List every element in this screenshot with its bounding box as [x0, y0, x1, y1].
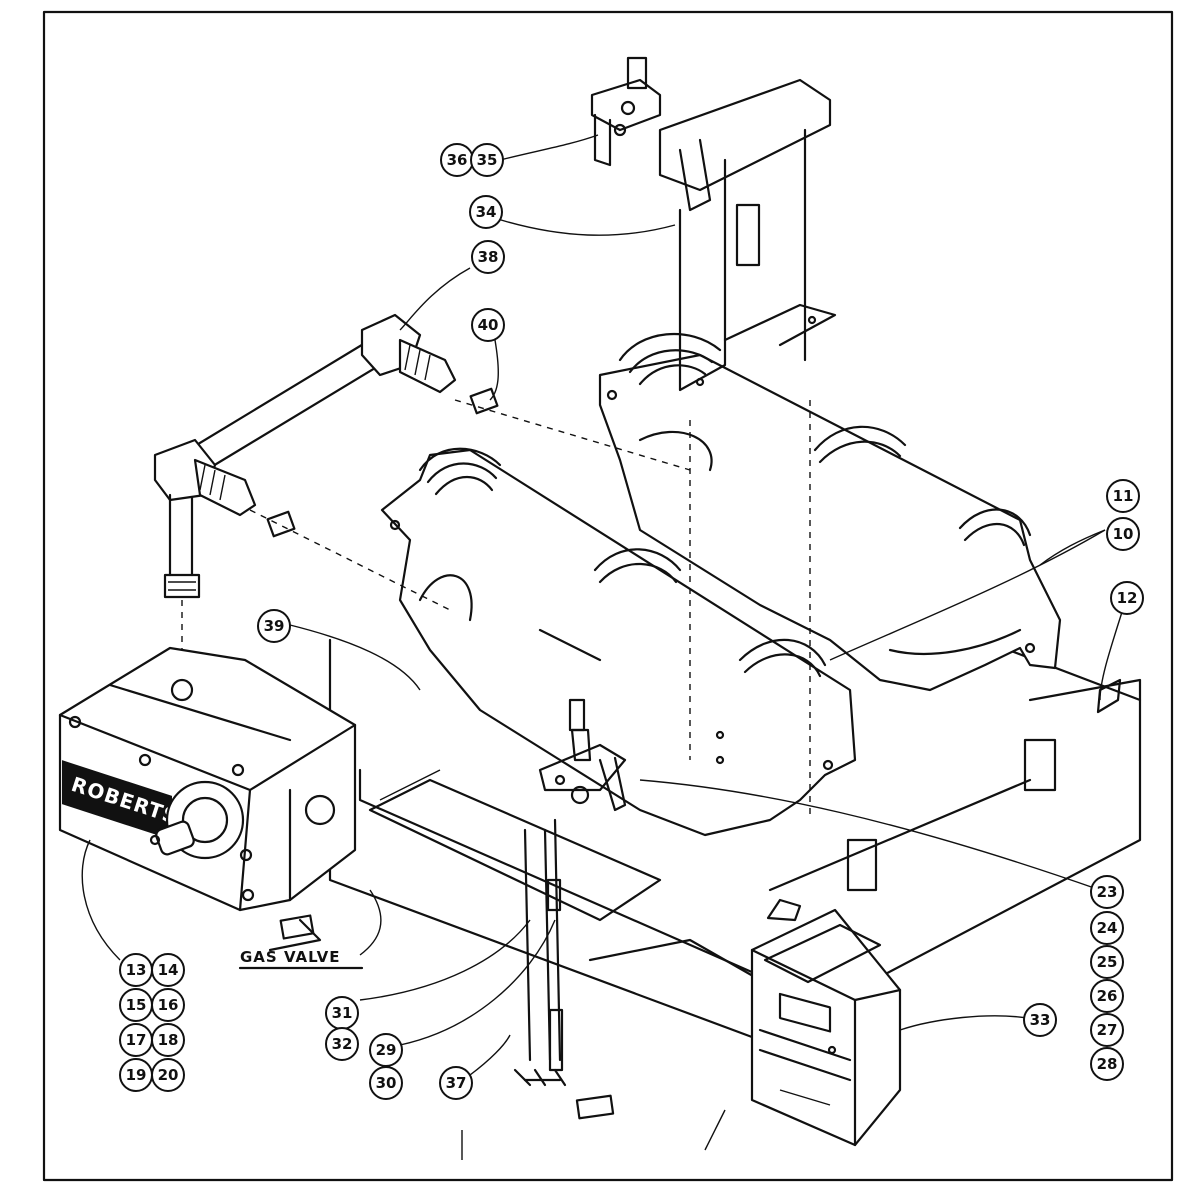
callout-17: 17 — [119, 1023, 153, 1057]
rear-bracket — [766, 678, 1142, 922]
callout-14: 14 — [151, 953, 185, 987]
callout-37: 37 — [439, 1066, 473, 1100]
svg-text:19: 19 — [126, 1066, 147, 1084]
svg-text:31: 31 — [332, 1004, 353, 1022]
front-burner — [380, 447, 857, 837]
callout-18: 18 — [151, 1023, 185, 1057]
svg-text:20: 20 — [158, 1066, 179, 1084]
callout-26: 26 — [1090, 979, 1124, 1013]
callout-32: 32 — [325, 1027, 359, 1061]
svg-text:29: 29 — [376, 1041, 397, 1059]
svg-text:28: 28 — [1097, 1055, 1118, 1073]
svg-text:16: 16 — [158, 996, 179, 1014]
callout-30: 30 — [369, 1066, 403, 1100]
svg-text:39: 39 — [264, 617, 285, 635]
gas-valve: ROBERTSHAW — [58, 646, 357, 912]
svg-text:36: 36 — [447, 151, 468, 169]
svg-text:27: 27 — [1097, 1021, 1118, 1039]
burner-mounting-bracket — [658, 78, 837, 820]
leader-lines — [81, 134, 1123, 1076]
svg-text:33: 33 — [1030, 1011, 1051, 1029]
svg-text:13: 13 — [126, 961, 147, 979]
callout-19: 19 — [119, 1058, 153, 1092]
svg-text:15: 15 — [126, 996, 147, 1014]
svg-text:34: 34 — [476, 203, 497, 221]
svg-text:10: 10 — [1113, 525, 1134, 543]
drawing-frame — [42, 10, 1174, 1182]
svg-text:40: 40 — [478, 316, 499, 334]
callout-12: 12 — [1110, 581, 1144, 615]
gas-valve-label: GAS VALVE — [238, 948, 364, 970]
svg-text:18: 18 — [158, 1031, 179, 1049]
gas-manifold-pipe — [153, 313, 691, 665]
svg-text:30: 30 — [376, 1074, 397, 1092]
svg-text:24: 24 — [1097, 919, 1118, 937]
svg-text:32: 32 — [332, 1035, 353, 1053]
valve-brand-band — [62, 760, 172, 840]
callout-29: 29 — [369, 1033, 403, 1067]
callout-23: 23 — [1090, 875, 1124, 909]
callout-28: 28 — [1090, 1047, 1124, 1081]
callout-36: 36 — [440, 143, 474, 177]
callout-33: 33 — [1023, 1003, 1057, 1037]
gas-valve-label-text: GAS VALVE — [240, 948, 341, 966]
callout-20: 20 — [151, 1058, 185, 1092]
callout-39: 39 — [257, 609, 291, 643]
svg-text:25: 25 — [1097, 953, 1118, 971]
callout-38: 38 — [471, 240, 505, 274]
thermocouple-leads — [513, 818, 567, 1087]
callout-11: 11 — [1106, 479, 1140, 513]
ignition-control-module — [750, 908, 902, 1147]
callout-34: 34 — [469, 195, 503, 229]
callout-27: 27 — [1090, 1013, 1124, 1047]
svg-text:17: 17 — [126, 1031, 147, 1049]
callout-10: 10 — [1106, 517, 1140, 551]
svg-text:12: 12 — [1117, 589, 1138, 607]
svg-text:11: 11 — [1113, 487, 1134, 505]
pilot-assembly — [538, 698, 627, 812]
callout-25: 25 — [1090, 945, 1124, 979]
svg-text:37: 37 — [446, 1074, 467, 1092]
rear-burner — [598, 332, 1062, 692]
callout-35: 35 — [470, 143, 504, 177]
callout-15: 15 — [119, 988, 153, 1022]
callout-31: 31 — [325, 996, 359, 1030]
callout-16: 16 — [151, 988, 185, 1022]
callout-13: 13 — [119, 953, 153, 987]
callout-24: 24 — [1090, 911, 1124, 945]
callout-40: 40 — [471, 308, 505, 342]
svg-text:23: 23 — [1097, 883, 1118, 901]
svg-text:14: 14 — [158, 961, 179, 979]
svg-text:26: 26 — [1097, 987, 1118, 1005]
svg-text:35: 35 — [477, 151, 498, 169]
orifice-holder — [590, 56, 662, 167]
svg-text:38: 38 — [478, 248, 499, 266]
